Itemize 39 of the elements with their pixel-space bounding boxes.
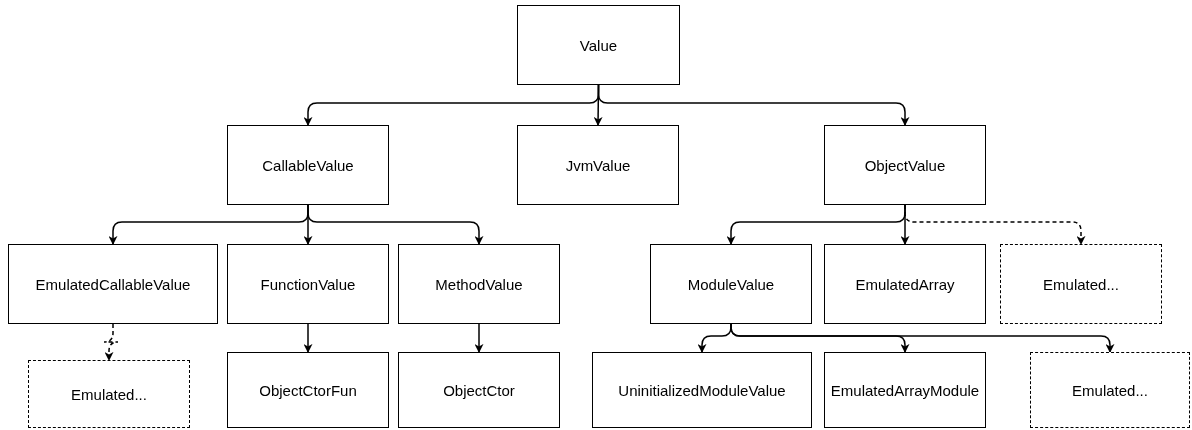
class-name: MethodValue: [435, 275, 523, 293]
arrow: [307, 204, 484, 245]
class-name: Emulated...: [1072, 381, 1148, 399]
placeholder-box: [28, 360, 190, 428]
class-box: [227, 125, 389, 205]
class-name: ObjectCtorFun: [259, 381, 357, 399]
class-name: Value: [579, 36, 618, 54]
class-name: EmulatedArray: [855, 275, 955, 293]
class-box: [592, 352, 812, 428]
class-name: FunctionValue: [260, 275, 356, 293]
class-name: CallableValue: [262, 156, 354, 174]
class-name: ObjectCtor: [443, 381, 515, 399]
class-box: [227, 244, 389, 324]
class-box: [824, 244, 986, 324]
class-name: Emulated...: [1043, 275, 1119, 293]
class-box: [517, 125, 679, 205]
class-box: [227, 352, 389, 428]
class-name: EmulatedCallableValue: [35, 275, 191, 293]
class-name: UninitializedModuleValue: [618, 381, 786, 399]
class-name: JvmValue: [565, 156, 631, 174]
arrow: [597, 84, 910, 126]
class-name: EmulatedArrayModule: [830, 381, 980, 399]
class-box: [398, 352, 560, 428]
arrow: [730, 323, 1115, 353]
class-box: [824, 352, 986, 428]
class-box: [517, 5, 680, 85]
class-box: [8, 244, 218, 324]
class-box: [824, 125, 986, 205]
placeholder-box: [1030, 352, 1190, 428]
arrow: [103, 323, 119, 361]
class-box: [398, 244, 560, 324]
arrow: [474, 323, 484, 353]
placeholder-box: [1000, 244, 1162, 324]
arrow: [904, 204, 1086, 245]
class-box: [650, 244, 812, 324]
class-name: ModuleValue: [687, 275, 775, 293]
class-name: ObjectValue: [864, 156, 946, 174]
class-name: Emulated...: [71, 385, 147, 403]
arrow: [303, 323, 313, 353]
